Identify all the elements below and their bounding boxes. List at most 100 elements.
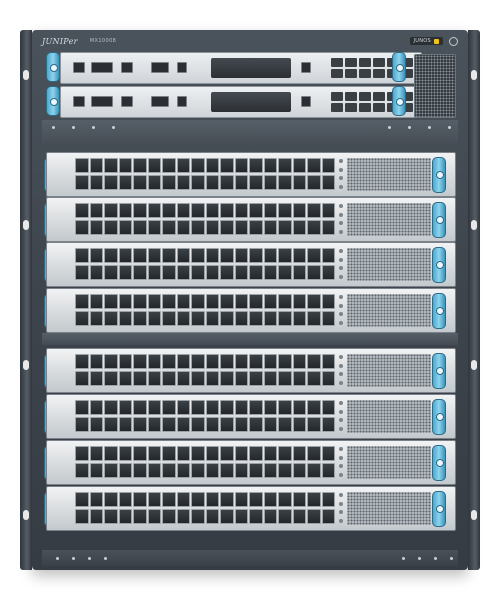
- qsfp-port: [307, 265, 321, 280]
- line-card: [46, 348, 456, 393]
- qsfp-port: [292, 158, 306, 173]
- status-leds: [339, 493, 345, 523]
- qsfp-port: [263, 311, 277, 326]
- qsfp-port: [307, 371, 321, 386]
- qsfp-port: [191, 509, 205, 524]
- qsfp-port: [249, 265, 263, 280]
- qsfp-port: [191, 354, 205, 369]
- qsfp-port: [147, 248, 161, 263]
- qsfp-port: [307, 463, 321, 478]
- os-logo-icon: [434, 38, 439, 44]
- qsfp-port: [220, 509, 234, 524]
- status-led: [339, 249, 343, 253]
- qsfp-port: [263, 509, 277, 524]
- qsfp-port-grid: [75, 203, 335, 235]
- qsfp-port: [191, 492, 205, 507]
- qsfp-port: [162, 509, 176, 524]
- qsfp-port: [176, 294, 190, 309]
- qsfp-port: [307, 354, 321, 369]
- qsfp-port: [220, 265, 234, 280]
- os-badge: JUNOS: [409, 37, 443, 45]
- re-panel-1: [211, 58, 291, 78]
- qsfp-port: [234, 446, 248, 461]
- qsfp-port: [104, 203, 118, 218]
- qsfp-port: [104, 311, 118, 326]
- qsfp-port: [249, 220, 263, 235]
- status-leds: [339, 249, 345, 279]
- qsfp-port: [307, 492, 321, 507]
- qsfp-port: [234, 248, 248, 263]
- qsfp-port: [104, 354, 118, 369]
- qsfp-port: [118, 400, 132, 415]
- qsfp-port: [162, 220, 176, 235]
- qsfp-port: [75, 294, 89, 309]
- qsfp-port: [278, 203, 292, 218]
- re-handle-left-2: [46, 86, 60, 116]
- qsfp-port: [162, 446, 176, 461]
- status-leds: [339, 355, 345, 385]
- qsfp-port: [321, 294, 335, 309]
- status-led: [339, 295, 343, 299]
- qsfp-port: [321, 175, 335, 190]
- status-led: [339, 312, 343, 317]
- status-led: [339, 372, 343, 377]
- qsfp-port: [89, 248, 103, 263]
- qsfp-port: [191, 175, 205, 190]
- qsfp-port: [147, 354, 161, 369]
- qsfp-port: [307, 311, 321, 326]
- qsfp-port-grid: [75, 354, 335, 386]
- qsfp-port: [292, 248, 306, 263]
- qsfp-port: [118, 203, 132, 218]
- qsfp-port: [133, 354, 147, 369]
- qsfp-port: [89, 311, 103, 326]
- qsfp-port: [249, 294, 263, 309]
- qsfp-port: [75, 492, 89, 507]
- qsfp-port: [191, 265, 205, 280]
- qsfp-port: [234, 509, 248, 524]
- qsfp-port: [307, 294, 321, 309]
- qsfp-port: [104, 400, 118, 415]
- qsfp-port: [220, 354, 234, 369]
- qsfp-port: [162, 371, 176, 386]
- qsfp-port: [205, 220, 219, 235]
- line-card-handle-right: [432, 353, 446, 389]
- qsfp-port: [249, 400, 263, 415]
- qsfp-port: [133, 265, 147, 280]
- line-card-handle-right: [432, 157, 446, 193]
- qsfp-port: [89, 509, 103, 524]
- qsfp-port: [321, 220, 335, 235]
- qsfp-port: [104, 371, 118, 386]
- line-card: [46, 152, 456, 197]
- qsfp-port: [162, 417, 176, 432]
- upper-divider: [42, 120, 458, 148]
- qsfp-port: [307, 400, 321, 415]
- qsfp-port: [278, 463, 292, 478]
- qsfp-port: [292, 463, 306, 478]
- qsfp-port: [220, 371, 234, 386]
- qsfp-port: [234, 354, 248, 369]
- qsfp-port: [147, 446, 161, 461]
- status-led: [339, 464, 343, 469]
- qsfp-port: [118, 158, 132, 173]
- qsfp-port: [307, 203, 321, 218]
- qsfp-port: [176, 265, 190, 280]
- qsfp-port: [118, 371, 132, 386]
- qsfp-port: [75, 248, 89, 263]
- qsfp-port: [176, 354, 190, 369]
- rack-ear-left: [20, 30, 32, 570]
- qsfp-port: [278, 417, 292, 432]
- qsfp-port: [89, 371, 103, 386]
- qsfp-port: [220, 417, 234, 432]
- qsfp-port: [263, 371, 277, 386]
- qsfp-port: [292, 311, 306, 326]
- status-led: [339, 320, 343, 325]
- status-led: [339, 266, 343, 271]
- line-card: [46, 242, 456, 287]
- qsfp-port: [118, 265, 132, 280]
- qsfp-port: [234, 265, 248, 280]
- qsfp-port: [133, 311, 147, 326]
- qsfp-port: [133, 203, 147, 218]
- qsfp-port: [104, 265, 118, 280]
- qsfp-port: [292, 175, 306, 190]
- qsfp-port: [191, 203, 205, 218]
